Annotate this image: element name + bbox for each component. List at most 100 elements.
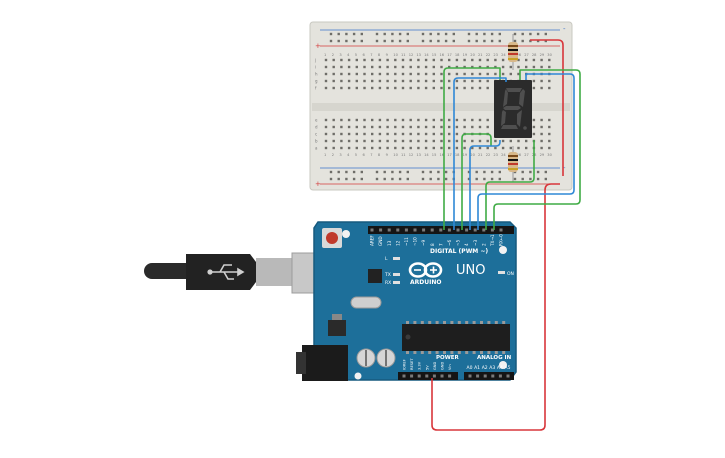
analog-pin-hole[interactable] — [506, 374, 510, 378]
rail-hole[interactable] — [391, 32, 394, 36]
breadboard-hole[interactable] — [340, 65, 343, 69]
rail-hole[interactable] — [337, 39, 340, 43]
breadboard-hole[interactable] — [417, 125, 420, 129]
rail-hole[interactable] — [421, 170, 425, 174]
digital-pin-hole[interactable] — [499, 228, 503, 232]
breadboard-hole[interactable] — [432, 58, 435, 62]
rail-hole[interactable] — [490, 32, 494, 36]
rail-hole[interactable] — [536, 170, 540, 174]
breadboard-hole[interactable] — [363, 125, 366, 129]
breadboard-hole[interactable] — [501, 65, 505, 69]
breadboard-hole[interactable] — [340, 125, 343, 129]
rail-hole[interactable] — [391, 39, 394, 43]
rail-hole[interactable] — [337, 32, 340, 36]
rail-hole[interactable] — [398, 32, 402, 36]
breadboard-hole[interactable] — [378, 79, 382, 83]
breadboard-hole[interactable] — [394, 125, 397, 129]
digital-pin-hole[interactable] — [396, 228, 400, 232]
rail-hole[interactable] — [483, 32, 486, 36]
digital-pin-hole[interactable] — [413, 228, 417, 232]
breadboard-hole[interactable] — [501, 146, 505, 150]
breadboard-hole[interactable] — [424, 79, 428, 83]
digital-header-pins[interactable] — [370, 228, 503, 232]
breadboard-hole[interactable] — [394, 58, 397, 62]
breadboard-hole[interactable] — [340, 79, 343, 83]
rail-hole[interactable] — [536, 39, 540, 43]
rail-hole[interactable] — [437, 32, 440, 36]
breadboard-hole[interactable] — [471, 72, 474, 76]
breadboard-hole[interactable] — [532, 58, 536, 62]
breadboard-hole[interactable] — [532, 79, 536, 83]
breadboard-hole[interactable] — [417, 79, 420, 83]
breadboard-hole[interactable] — [324, 86, 328, 90]
wires[interactable] — [431, 39, 581, 431]
breadboard-hole[interactable] — [332, 79, 335, 83]
breadboard-hole[interactable] — [394, 146, 397, 150]
breadboard-hole[interactable] — [471, 139, 474, 143]
breadboard-hole[interactable] — [440, 58, 443, 62]
wire-red-rail[interactable] — [530, 39, 564, 176]
rail-hole[interactable] — [429, 177, 432, 181]
breadboard-hole[interactable] — [378, 118, 382, 122]
breadboard-hole[interactable] — [424, 118, 428, 122]
breadboard-hole[interactable] — [548, 58, 551, 62]
breadboard-hole[interactable] — [409, 79, 412, 83]
breadboard-hole[interactable] — [401, 58, 405, 62]
wire-green-pin2[interactable] — [493, 69, 581, 230]
rail-hole[interactable] — [444, 39, 448, 43]
breadboard-hole[interactable] — [340, 139, 343, 143]
analog-pin-hole[interactable] — [498, 374, 502, 378]
breadboard-hole[interactable] — [363, 72, 366, 76]
rail-hole[interactable] — [383, 32, 386, 36]
rail-hole[interactable] — [375, 170, 379, 174]
seven-segment-display[interactable] — [494, 80, 532, 138]
breadboard-hole[interactable] — [401, 72, 405, 76]
breadboard-hole[interactable] — [494, 58, 497, 62]
breadboard-hole[interactable] — [540, 125, 543, 129]
rail-hole[interactable] — [513, 177, 517, 181]
breadboard-hole[interactable] — [355, 132, 358, 136]
rail-hole[interactable] — [329, 170, 333, 174]
breadboard-hole[interactable] — [355, 79, 358, 83]
breadboard-hole[interactable] — [401, 65, 405, 69]
rail-hole[interactable] — [498, 177, 501, 181]
breadboard-hole[interactable] — [371, 65, 374, 69]
breadboard-hole[interactable] — [448, 86, 451, 90]
breadboard-hole[interactable] — [448, 79, 451, 83]
rail-hole[interactable] — [383, 177, 386, 181]
breadboard-hole[interactable] — [517, 65, 520, 69]
breadboard-hole[interactable] — [440, 72, 443, 76]
breadboard-hole[interactable] — [471, 125, 474, 129]
breadboard-hole[interactable] — [548, 79, 551, 83]
resistor-top[interactable] — [508, 34, 518, 70]
digital-pin-hole[interactable] — [456, 228, 460, 232]
breadboard-hole[interactable] — [540, 79, 543, 83]
rail-hole[interactable] — [521, 39, 524, 43]
breadboard-hole[interactable] — [455, 65, 459, 69]
breadboard-hole[interactable] — [409, 132, 412, 136]
breadboard-hole[interactable] — [455, 86, 459, 90]
digital-pin-hole[interactable] — [379, 228, 383, 232]
breadboard-hole[interactable] — [386, 118, 389, 122]
breadboard-hole[interactable] — [386, 58, 389, 62]
breadboard-hole[interactable] — [548, 125, 551, 129]
breadboard-hole[interactable] — [417, 86, 420, 90]
breadboard-hole[interactable] — [494, 72, 497, 76]
breadboard-hole[interactable] — [455, 58, 459, 62]
rail-hole[interactable] — [475, 177, 478, 181]
rail-hole[interactable] — [490, 39, 494, 43]
breadboard-hole[interactable] — [478, 72, 482, 76]
power-pin-hole[interactable] — [432, 374, 436, 378]
breadboard-hole[interactable] — [501, 139, 505, 143]
breadboard-hole[interactable] — [347, 132, 351, 136]
rail-hole[interactable] — [429, 39, 432, 43]
breadboard-hole[interactable] — [417, 146, 420, 150]
breadboard-hole[interactable] — [525, 65, 528, 69]
breadboard-hole[interactable] — [532, 118, 536, 122]
rail-hole[interactable] — [360, 177, 363, 181]
analog-pin-hole[interactable] — [483, 374, 487, 378]
breadboard-hole[interactable] — [340, 58, 343, 62]
breadboard-hole[interactable] — [409, 125, 412, 129]
breadboard[interactable]: + - + - 11223344556677889910101111121213… — [309, 21, 573, 191]
